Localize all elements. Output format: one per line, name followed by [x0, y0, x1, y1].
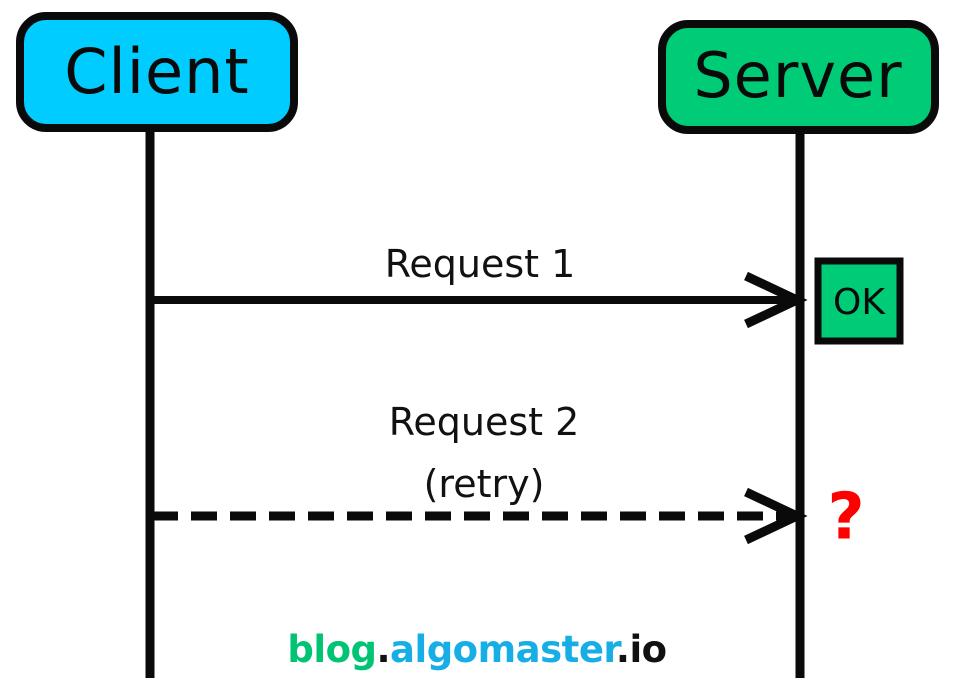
watermark-part-blog: blog: [287, 628, 377, 671]
watermark-dot-2: .: [615, 628, 630, 671]
actor-label-client: Client: [64, 35, 250, 108]
question-mark-icon: ?: [827, 481, 864, 555]
arrowhead-request-2: [744, 487, 808, 545]
message-label-request-2-line2: (retry): [424, 462, 545, 506]
actor-box-server[interactable]: [658, 20, 939, 134]
message-label-request-2-line1: Request 2: [389, 400, 580, 444]
watermark-dot-1: .: [376, 628, 391, 671]
note-box-ok[interactable]: [814, 257, 904, 345]
arrowhead-request-1: [744, 271, 808, 329]
watermark: blog.algomaster.io: [0, 628, 954, 671]
watermark-part-io: io: [629, 628, 667, 671]
message-label-request-1: Request 1: [385, 242, 576, 286]
actor-box-client[interactable]: [16, 12, 298, 132]
watermark-part-algomaster: algomaster: [390, 628, 616, 671]
actor-label-server: Server: [693, 39, 902, 112]
note-label-ok: OK: [833, 282, 886, 323]
